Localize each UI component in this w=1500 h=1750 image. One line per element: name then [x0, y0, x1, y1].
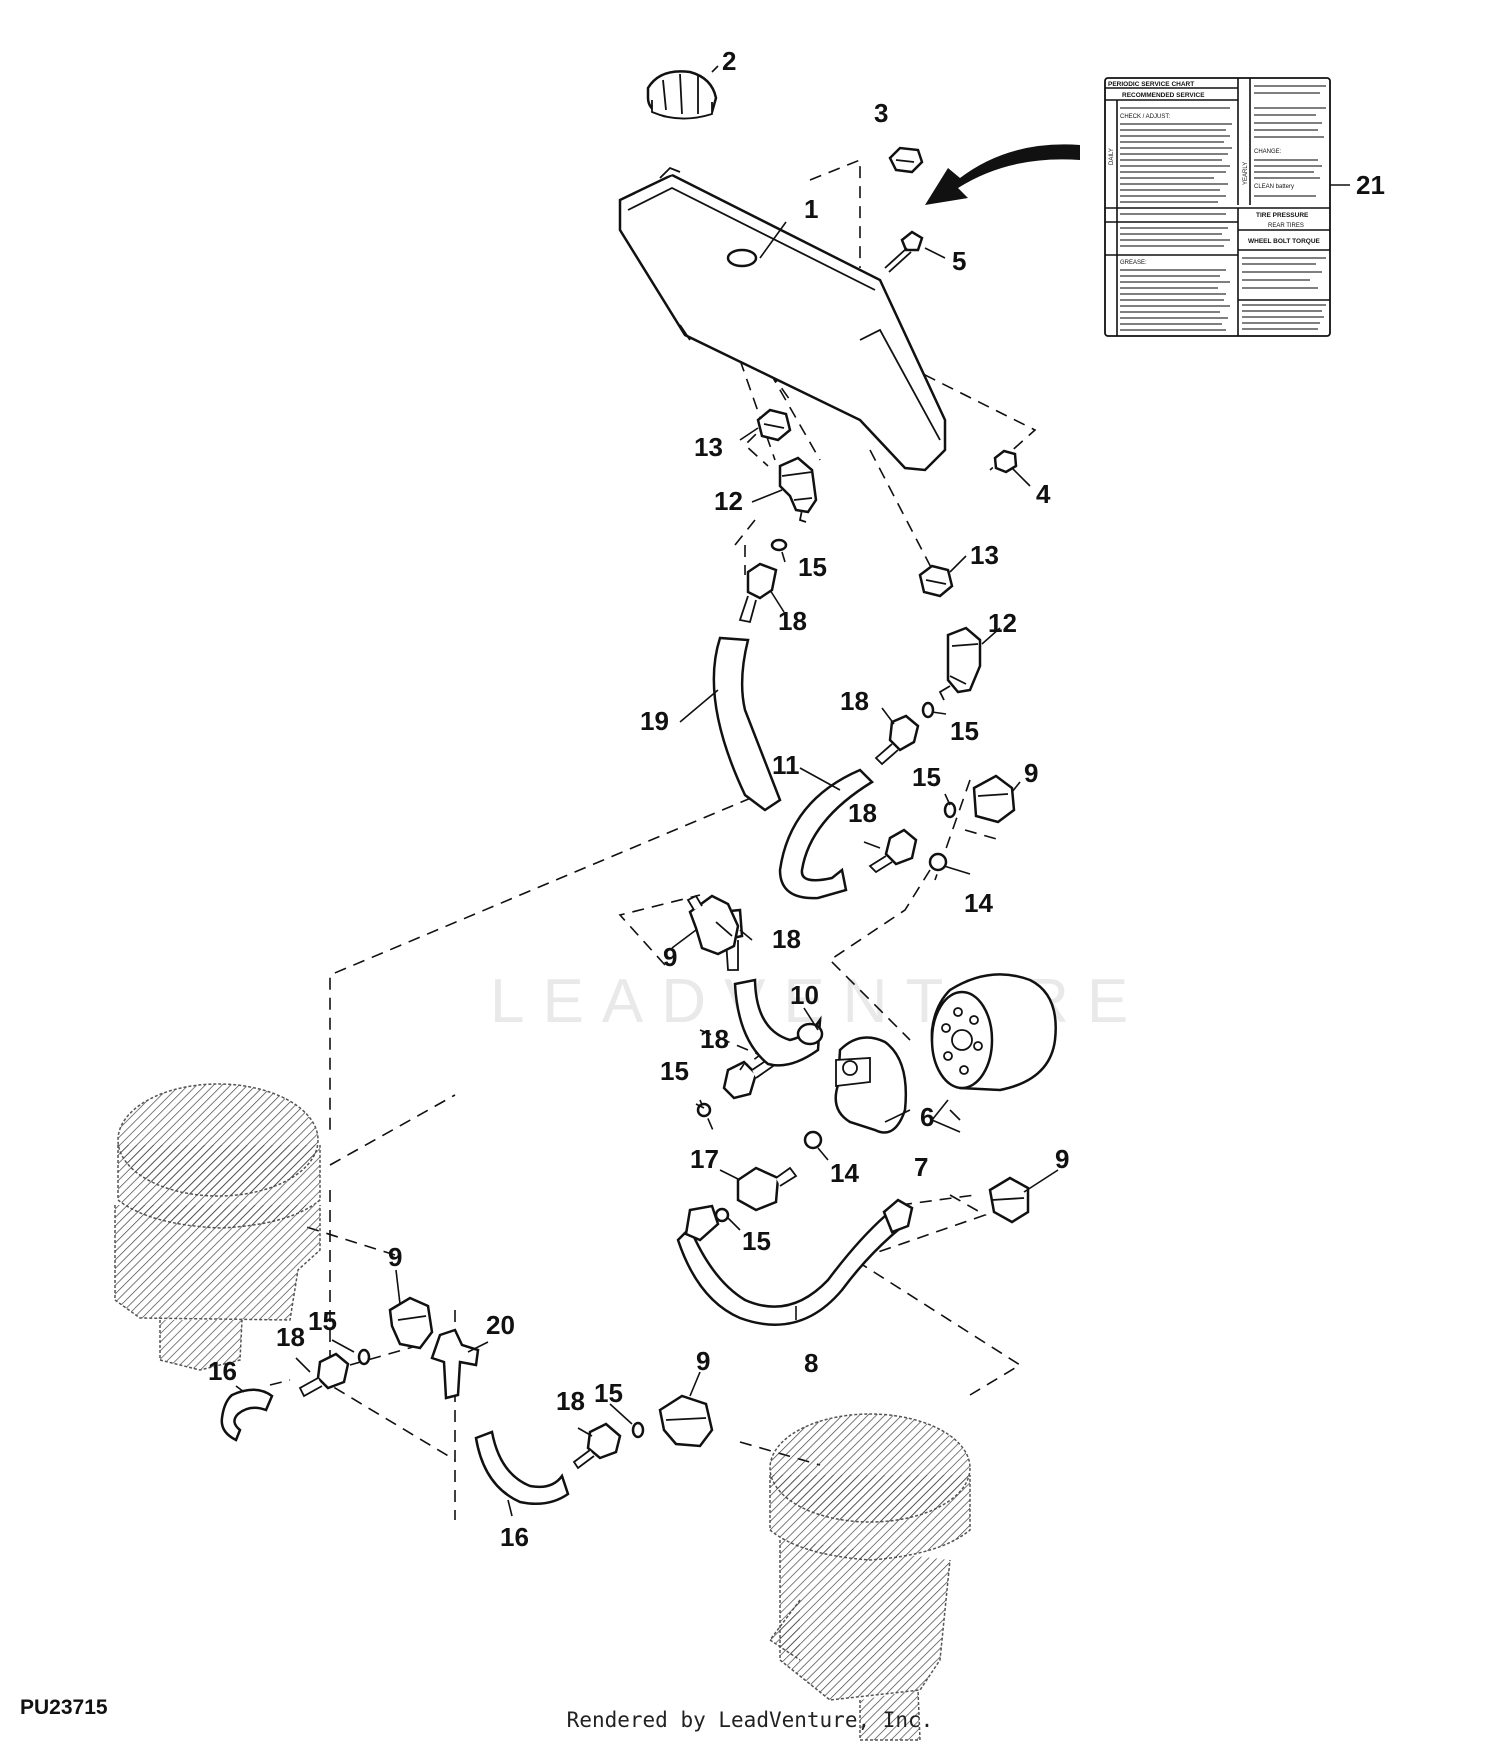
- callout-12a: 12: [714, 486, 743, 516]
- callout-18d: 18: [772, 924, 801, 954]
- callout-15d: 15: [660, 1056, 689, 1086]
- chart-tire-pressure: TIRE PRESSURE: [1256, 212, 1309, 219]
- elbow-12a: [778, 456, 818, 523]
- elbow-fitting-9b: [686, 894, 740, 956]
- callout-16a: 16: [208, 1356, 237, 1386]
- callout-13a: 13: [694, 432, 723, 462]
- callout-15a: 15: [798, 552, 827, 582]
- callout-18c: 18: [848, 798, 877, 828]
- o-ring-15e: [714, 1207, 730, 1223]
- elbow-fitting-9d: [388, 1296, 434, 1350]
- engine-cylinder-left: [114, 1083, 321, 1371]
- fuel-filter-6: [930, 973, 1057, 1092]
- callout-21: 21: [1356, 170, 1385, 200]
- callout-18g: 18: [556, 1386, 585, 1416]
- render-credit: Rendered by LeadVenture, Inc.: [566, 1708, 934, 1732]
- o-ring-15b: [921, 701, 935, 719]
- callout-2: 2: [722, 46, 736, 76]
- callout-14b: 14: [830, 1158, 859, 1188]
- chart-rear-tires: REAR TIRES: [1268, 223, 1304, 229]
- hose-8: [676, 1198, 914, 1326]
- callout-6: 6: [920, 1102, 934, 1132]
- chart-clean-battery: CLEAN battery: [1254, 184, 1294, 190]
- tee-fitting-20: [430, 1328, 480, 1400]
- callout-9e: 9: [696, 1346, 710, 1376]
- callout-9d: 9: [388, 1242, 402, 1272]
- adapter-13a: [756, 408, 792, 442]
- hose-16a: [220, 1388, 274, 1442]
- elbow-12b: [938, 626, 982, 701]
- callout-16b: 16: [500, 1522, 529, 1552]
- callout-15b: 15: [950, 716, 979, 746]
- filter-base-7: [834, 1036, 907, 1134]
- chart-title: PERIODIC SERVICE CHART: [1108, 81, 1194, 88]
- hose-10: [733, 978, 824, 1067]
- hose-barb-18c: [868, 828, 918, 874]
- chart-yearly: YEARLY: [1243, 162, 1249, 185]
- fuel-tank: [618, 166, 947, 472]
- callout-19: 19: [640, 706, 669, 736]
- callout-9a: 9: [1024, 758, 1038, 788]
- chart-change: CHANGE:: [1254, 149, 1282, 155]
- callout-15f: 15: [308, 1306, 337, 1336]
- fitting-17: [736, 1166, 798, 1212]
- callout-1: 1: [804, 194, 818, 224]
- callout-9c: 9: [1055, 1144, 1069, 1174]
- figure-id: PU23715: [20, 1696, 108, 1719]
- elbow-fitting-9c: [988, 1176, 1030, 1224]
- hose-barb-18a: [738, 562, 778, 624]
- hose-16b: [474, 1430, 570, 1505]
- o-ring-15c: [943, 801, 957, 819]
- o-ring-15a: [770, 538, 788, 552]
- hose-19: [712, 636, 782, 812]
- callout-12b: 12: [988, 608, 1017, 638]
- elbow-fitting-9a: [972, 774, 1016, 824]
- hose-barb-18g: [572, 1422, 622, 1470]
- o-ring-15f: [357, 1348, 371, 1366]
- callout-14a: 14: [964, 888, 993, 918]
- hose-barb-18b: [874, 714, 920, 766]
- callout-18b: 18: [840, 686, 869, 716]
- chart-grease: GREASE:: [1120, 260, 1147, 266]
- callout-18f: 18: [276, 1322, 305, 1352]
- nut-4: [993, 449, 1018, 474]
- chart-fine-print: [1120, 85, 1326, 331]
- chart-daily: DAILY: [1109, 148, 1115, 165]
- callout-4: 4: [1036, 479, 1051, 509]
- callout-13b: 13: [970, 540, 999, 570]
- callout-18a: 18: [778, 606, 807, 636]
- engine-cylinder-right: [768, 1413, 971, 1741]
- service-chart-decal: PERIODIC SERVICE CHART RECOMMENDED SERVI…: [1104, 77, 1331, 337]
- hose-11: [778, 768, 875, 900]
- hose-barb-18f: [298, 1352, 350, 1398]
- leader-lines: [235, 65, 1350, 1517]
- adapter-13b: [918, 564, 954, 598]
- nut-3: [888, 146, 924, 174]
- callout-15c: 15: [912, 762, 941, 792]
- bolt-5: [884, 230, 924, 273]
- chart-recommended: RECOMMENDED SERVICE: [1122, 92, 1205, 99]
- callout-20: 20: [486, 1310, 515, 1340]
- elbow-fitting-9e: [658, 1394, 714, 1448]
- o-ring-14b: [803, 1130, 823, 1150]
- o-ring-14a: [928, 852, 948, 872]
- fuel-cap: [646, 70, 718, 120]
- arrow-icon: [925, 144, 1080, 205]
- callout-8: 8: [804, 1348, 818, 1378]
- callouts: 1 2 3 4 5 6 7 8 9 9 9 9 9 10 11 12 12 13…: [208, 46, 1385, 1552]
- callout-15g: 15: [594, 1378, 623, 1408]
- callout-11: 11: [772, 750, 800, 780]
- callout-7: 7: [914, 1152, 928, 1182]
- callout-5: 5: [952, 246, 966, 276]
- callout-15e: 15: [742, 1226, 771, 1256]
- callout-3: 3: [874, 98, 888, 128]
- o-ring-15g: [631, 1421, 645, 1439]
- chart-wheel-bolt-torque: WHEEL BOLT TORQUE: [1248, 238, 1321, 245]
- chart-check-adjust: CHECK / ADJUST:: [1120, 114, 1170, 120]
- callout-10: 10: [790, 980, 819, 1010]
- callout-9b: 9: [663, 942, 677, 972]
- callout-18e: 18: [700, 1024, 729, 1054]
- callout-17: 17: [690, 1144, 719, 1174]
